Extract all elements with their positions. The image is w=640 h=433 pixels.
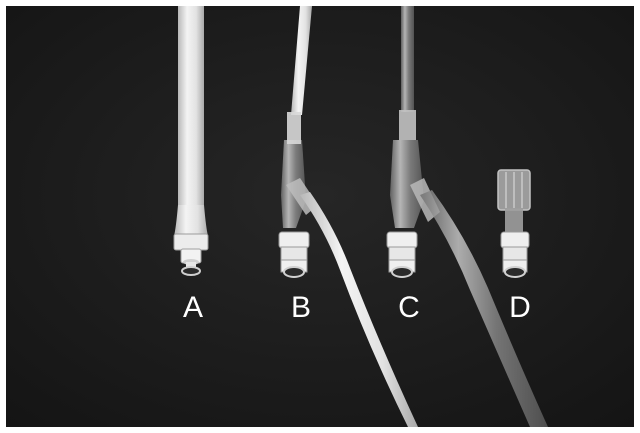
catheter-a — [173, 6, 209, 276]
catheter-b — [278, 6, 418, 427]
label-a: A — [182, 291, 203, 324]
catheter-c — [386, 6, 548, 427]
label-d: D — [509, 291, 531, 324]
label-c: C — [398, 291, 420, 324]
label-b: B — [290, 291, 311, 324]
connector-d — [497, 169, 531, 278]
